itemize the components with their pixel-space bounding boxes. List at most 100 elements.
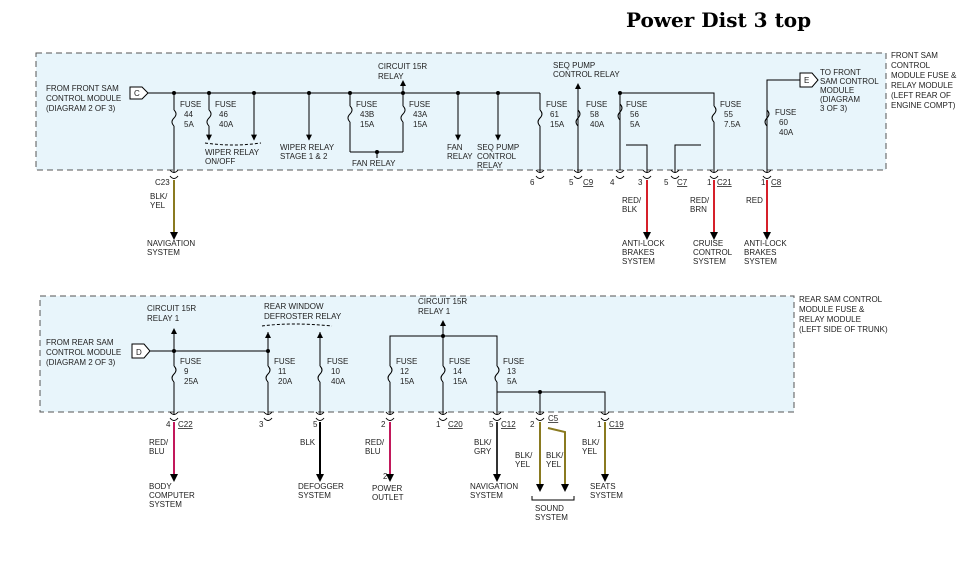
connector-c-letter: C bbox=[134, 89, 140, 98]
wire-blk-label: BLK bbox=[300, 438, 316, 447]
pin-6: 6 bbox=[530, 178, 535, 187]
bottom-connector-pin bbox=[535, 417, 545, 421]
seq-pump-relay2-label: SEQ PUMP bbox=[477, 143, 519, 152]
top-connector-pin bbox=[642, 169, 652, 173]
to-front-sam-label: (DIAGRAM bbox=[820, 95, 860, 104]
fuse10-fuse-amperage: 40A bbox=[331, 377, 346, 386]
fan-relay2-label: FAN bbox=[447, 143, 463, 152]
fuse11-fuse-amperage: 20A bbox=[278, 377, 293, 386]
rear-sam-module-label: MODULE FUSE & bbox=[799, 305, 865, 314]
wire-nav-arrowhead bbox=[170, 232, 178, 240]
navigation-system-label-2: NAVIGATION bbox=[470, 482, 518, 491]
wire-nav2-arrowhead bbox=[493, 474, 501, 482]
rear-sam-module-label: (LEFT SIDE OF TRUNK) bbox=[799, 325, 888, 334]
fuse60-fuse-name: FUSE bbox=[775, 108, 796, 117]
fuse43b-symbol bbox=[347, 105, 353, 123]
fan-relay2-label: RELAY bbox=[447, 152, 473, 161]
fuse46-fuse-number: 46 bbox=[219, 110, 228, 119]
seq-pump-relay2-label: CONTROL bbox=[477, 152, 517, 161]
wire-blk-yel-sound-2 bbox=[547, 427, 566, 484]
bottom-connector-pin bbox=[492, 417, 502, 421]
top-connector-pin bbox=[169, 175, 179, 179]
from-rear-sam-label: CONTROL MODULE bbox=[46, 348, 121, 357]
connector-c8: C8 bbox=[771, 178, 782, 187]
fuse14-fuse-name: FUSE bbox=[449, 357, 470, 366]
wire-red-label: RED bbox=[746, 196, 763, 205]
top-connector-pin bbox=[709, 175, 719, 179]
fuse43a-fuse-name: FUSE bbox=[409, 100, 430, 109]
pin-1b: 1 bbox=[761, 178, 766, 187]
cruise-control-label: SYSTEM bbox=[693, 257, 726, 266]
bottom-connector-pin bbox=[438, 417, 448, 421]
fuse12-fuse-number: 12 bbox=[400, 367, 409, 376]
fuse55-symbol bbox=[711, 105, 717, 123]
to-front-sam-label: MODULE bbox=[820, 86, 854, 95]
fuse46-symbol bbox=[206, 109, 212, 127]
fuse13-fuse-number: 13 bbox=[507, 367, 516, 376]
wire-seats-arrowhead bbox=[601, 474, 609, 482]
wire-red-blk-label: BLK bbox=[622, 205, 638, 214]
wire-red-brn-arrowhead bbox=[710, 232, 718, 240]
fuse58-symbol bbox=[575, 109, 581, 127]
pin-4: 4 bbox=[166, 420, 171, 429]
connector-d-letter: D bbox=[136, 348, 142, 357]
diagram-layer: FRONT SAM CONTROL MODULE FUSE & RELAY MODUL… bbox=[35, 51, 957, 522]
page-title: Power Dist 3 top bbox=[626, 8, 812, 32]
front-sam-module-label: FRONT SAM bbox=[891, 51, 938, 60]
seq-pump-relay2-label: RELAY bbox=[477, 161, 503, 170]
pin-3: 3 bbox=[259, 420, 264, 429]
wire-blk-yel-label-2: YEL bbox=[515, 460, 531, 469]
body-computer-system-label: BODY bbox=[149, 482, 172, 491]
fuse13-fuse-name: FUSE bbox=[503, 357, 524, 366]
navigation-system-label: SYSTEM bbox=[147, 248, 180, 257]
fuse44-fuse-amperage: 5A bbox=[184, 120, 194, 129]
wiper-relay-onoff-label: WIPER RELAY bbox=[205, 148, 260, 157]
fuse56-symbol bbox=[617, 103, 623, 121]
to-front-sam-label: SAM CONTROL bbox=[820, 77, 879, 86]
anti-lock-brakes-label-1: ANTI-LOCK bbox=[622, 239, 665, 248]
seats-system-label: SEATS bbox=[590, 482, 616, 491]
seats-system-label: SYSTEM bbox=[590, 491, 623, 500]
anti-lock-brakes-label-1: SYSTEM bbox=[622, 257, 655, 266]
wire-blk-gry-label: GRY bbox=[474, 447, 492, 456]
pin-3: 3 bbox=[638, 178, 643, 187]
fuse10-fuse-number: 10 bbox=[331, 367, 340, 376]
front-sam-module-label: RELAY MODULE bbox=[891, 81, 953, 90]
fuse14-fuse-amperage: 15A bbox=[453, 377, 468, 386]
fuse14-symbol bbox=[440, 365, 446, 383]
circuit-15r-relay1-label-2: RELAY 1 bbox=[418, 307, 451, 316]
fuse11-symbol bbox=[265, 365, 271, 383]
fuse60-fuse-amperage: 40A bbox=[779, 128, 794, 137]
pin-5b: 5 bbox=[489, 420, 494, 429]
top-connector-pin bbox=[169, 169, 179, 173]
fuse61-fuse-number: 61 bbox=[550, 110, 559, 119]
fuse9-symbol bbox=[171, 365, 177, 383]
fuse61-fuse-amperage: 15A bbox=[550, 120, 565, 129]
from-front-sam-label: FROM FRONT SAM bbox=[46, 84, 119, 93]
top-connector-pin bbox=[535, 175, 545, 179]
fuse43b-fuse-name: FUSE bbox=[356, 100, 377, 109]
defroster-bracket bbox=[261, 323, 333, 327]
wire-red-arrowhead bbox=[763, 232, 771, 240]
seq-pump-control-relay-label: SEQ PUMP bbox=[553, 61, 595, 70]
connector-e-marker bbox=[799, 72, 819, 88]
fuse43b-fuse-number: 43B bbox=[360, 110, 374, 119]
fuse13-fuse-amperage: 5A bbox=[507, 377, 517, 386]
fuse10-symbol bbox=[317, 365, 323, 383]
circuit-15r-relay1-label: CIRCUIT 15R bbox=[147, 304, 196, 313]
wiper-relay-onoff-label: ON/OFF bbox=[205, 157, 235, 166]
from-rear-sam-label: (DIAGRAM 2 OF 3) bbox=[46, 358, 116, 367]
defogger-system-label: SYSTEM bbox=[298, 491, 331, 500]
navigation-system-label: NAVIGATION bbox=[147, 239, 195, 248]
fuse43a-fuse-amperage: 15A bbox=[413, 120, 428, 129]
bottom-connector-pin bbox=[315, 417, 325, 421]
connector-c23: C23 bbox=[155, 178, 170, 187]
wire-sound-arrowhead-1 bbox=[536, 484, 544, 492]
fuse11-fuse-number: 11 bbox=[278, 367, 287, 376]
power-outlet-label: OUTLET bbox=[372, 493, 404, 502]
rear-window-defroster-label: REAR WINDOW bbox=[264, 302, 324, 311]
connector-c21: C21 bbox=[717, 178, 732, 187]
fuse55-fuse-name: FUSE bbox=[720, 100, 741, 109]
connector-c7: C7 bbox=[677, 178, 688, 187]
